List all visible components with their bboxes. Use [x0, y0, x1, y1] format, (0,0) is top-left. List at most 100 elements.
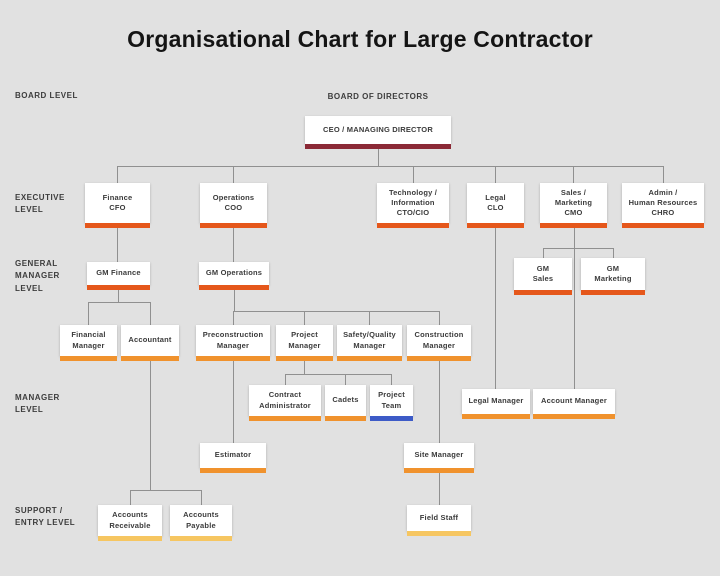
- connector-line-vertical: [574, 228, 575, 389]
- org-node-label: Site Manager: [414, 450, 464, 460]
- org-node-label: CTO/CIO: [396, 208, 430, 218]
- org-node-label: Legal: [485, 192, 506, 202]
- connector-line-horizontal: [543, 248, 613, 249]
- org-node-label: Admin /: [648, 187, 678, 197]
- board-of-directors-label: BOARD OF DIRECTORS: [327, 92, 429, 101]
- connector-line-vertical: [117, 166, 118, 183]
- level-color-bar: [370, 416, 413, 421]
- connector-line-vertical: [439, 311, 440, 325]
- level-color-bar: [462, 414, 530, 419]
- org-node-label: GM Finance: [96, 268, 141, 278]
- level-color-bar: [404, 468, 474, 473]
- connector-line-horizontal: [88, 302, 150, 303]
- connector-line-vertical: [391, 374, 392, 385]
- org-node-label: Operations: [212, 192, 255, 202]
- org-node-gm-finance: GM Finance: [87, 262, 150, 290]
- org-node-label: Marketing: [594, 274, 632, 283]
- org-node-label: Sales /: [560, 187, 587, 197]
- connector-line-vertical: [233, 361, 234, 443]
- connector-line-vertical: [130, 490, 131, 505]
- org-node-label: Legal Manager: [468, 396, 524, 406]
- org-node-label: Finance: [102, 192, 133, 202]
- level-color-bar: [199, 285, 269, 290]
- connector-line-vertical: [285, 374, 286, 385]
- org-node-label: CMO: [564, 208, 583, 218]
- org-node-label: Construction: [414, 330, 464, 340]
- org-node-field-staff: Field Staff: [407, 505, 471, 536]
- connector-line-vertical: [150, 302, 151, 325]
- level-color-bar: [196, 356, 270, 361]
- org-node-label: Project: [378, 390, 405, 400]
- connector-line-vertical: [150, 361, 151, 490]
- level-color-bar: [533, 414, 615, 419]
- level-color-bar: [407, 356, 471, 361]
- level-color-bar: [200, 223, 267, 228]
- connector-line-vertical: [573, 166, 574, 183]
- connector-line-vertical: [439, 361, 440, 443]
- level-color-bar: [325, 416, 366, 421]
- org-node-label: Information: [391, 197, 435, 207]
- org-node-label: GM: [606, 263, 620, 273]
- connector-line-vertical: [233, 166, 234, 183]
- level-color-bar: [170, 536, 232, 541]
- connector-line-vertical: [439, 473, 440, 505]
- org-node-label: Technology /: [388, 187, 438, 197]
- level-color-bar: [467, 223, 524, 228]
- org-node-label: CFO: [109, 203, 126, 212]
- connector-line-vertical: [345, 374, 346, 385]
- level-color-bar: [121, 356, 179, 361]
- org-node-label: Manager: [353, 340, 386, 350]
- level-color-bar: [337, 356, 402, 361]
- org-node-label: Preconstruction: [202, 330, 264, 340]
- level-color-bar: [200, 468, 266, 473]
- org-node-label: Accounts: [112, 510, 148, 520]
- connector-line-vertical: [413, 166, 414, 183]
- level-color-bar: [581, 290, 645, 295]
- level-color-bar: [407, 531, 471, 536]
- connector-line-vertical: [495, 228, 496, 389]
- connector-line-vertical: [233, 311, 234, 325]
- level-color-bar: [249, 416, 321, 421]
- org-node-label: CHRO: [651, 208, 675, 218]
- level-color-bar: [305, 144, 451, 149]
- level-color-bar: [60, 356, 117, 361]
- org-node-label: Financial: [71, 330, 106, 340]
- org-node-label: Manager: [216, 340, 250, 350]
- org-node-label: Cadets: [332, 395, 359, 405]
- org-node-label: Marketing: [554, 197, 593, 207]
- org-node-label: Accountant: [128, 335, 172, 345]
- org-node-label: Team: [381, 400, 402, 410]
- org-node-label: Accounts: [183, 510, 219, 520]
- connector-line-vertical: [613, 248, 614, 258]
- connector-line-horizontal: [130, 490, 201, 491]
- connector-line-vertical: [304, 311, 305, 325]
- org-node-label: Manager: [72, 340, 105, 350]
- connector-line-vertical: [304, 361, 305, 374]
- org-node-label: GM: [536, 263, 550, 273]
- org-node-gm-operations: GM Operations: [199, 262, 269, 290]
- org-node-label: Sales: [532, 274, 554, 283]
- connector-line-vertical: [117, 228, 118, 262]
- connector-line-vertical: [495, 166, 496, 183]
- connector-line-horizontal: [233, 311, 439, 312]
- org-node-label: Estimator: [214, 450, 252, 460]
- connector-line-horizontal: [117, 166, 663, 167]
- connector-line-vertical: [234, 290, 235, 311]
- level-color-bar: [377, 223, 449, 228]
- page-title: Organisational Chart for Large Contracto…: [127, 26, 593, 52]
- level-color-bar: [276, 356, 333, 361]
